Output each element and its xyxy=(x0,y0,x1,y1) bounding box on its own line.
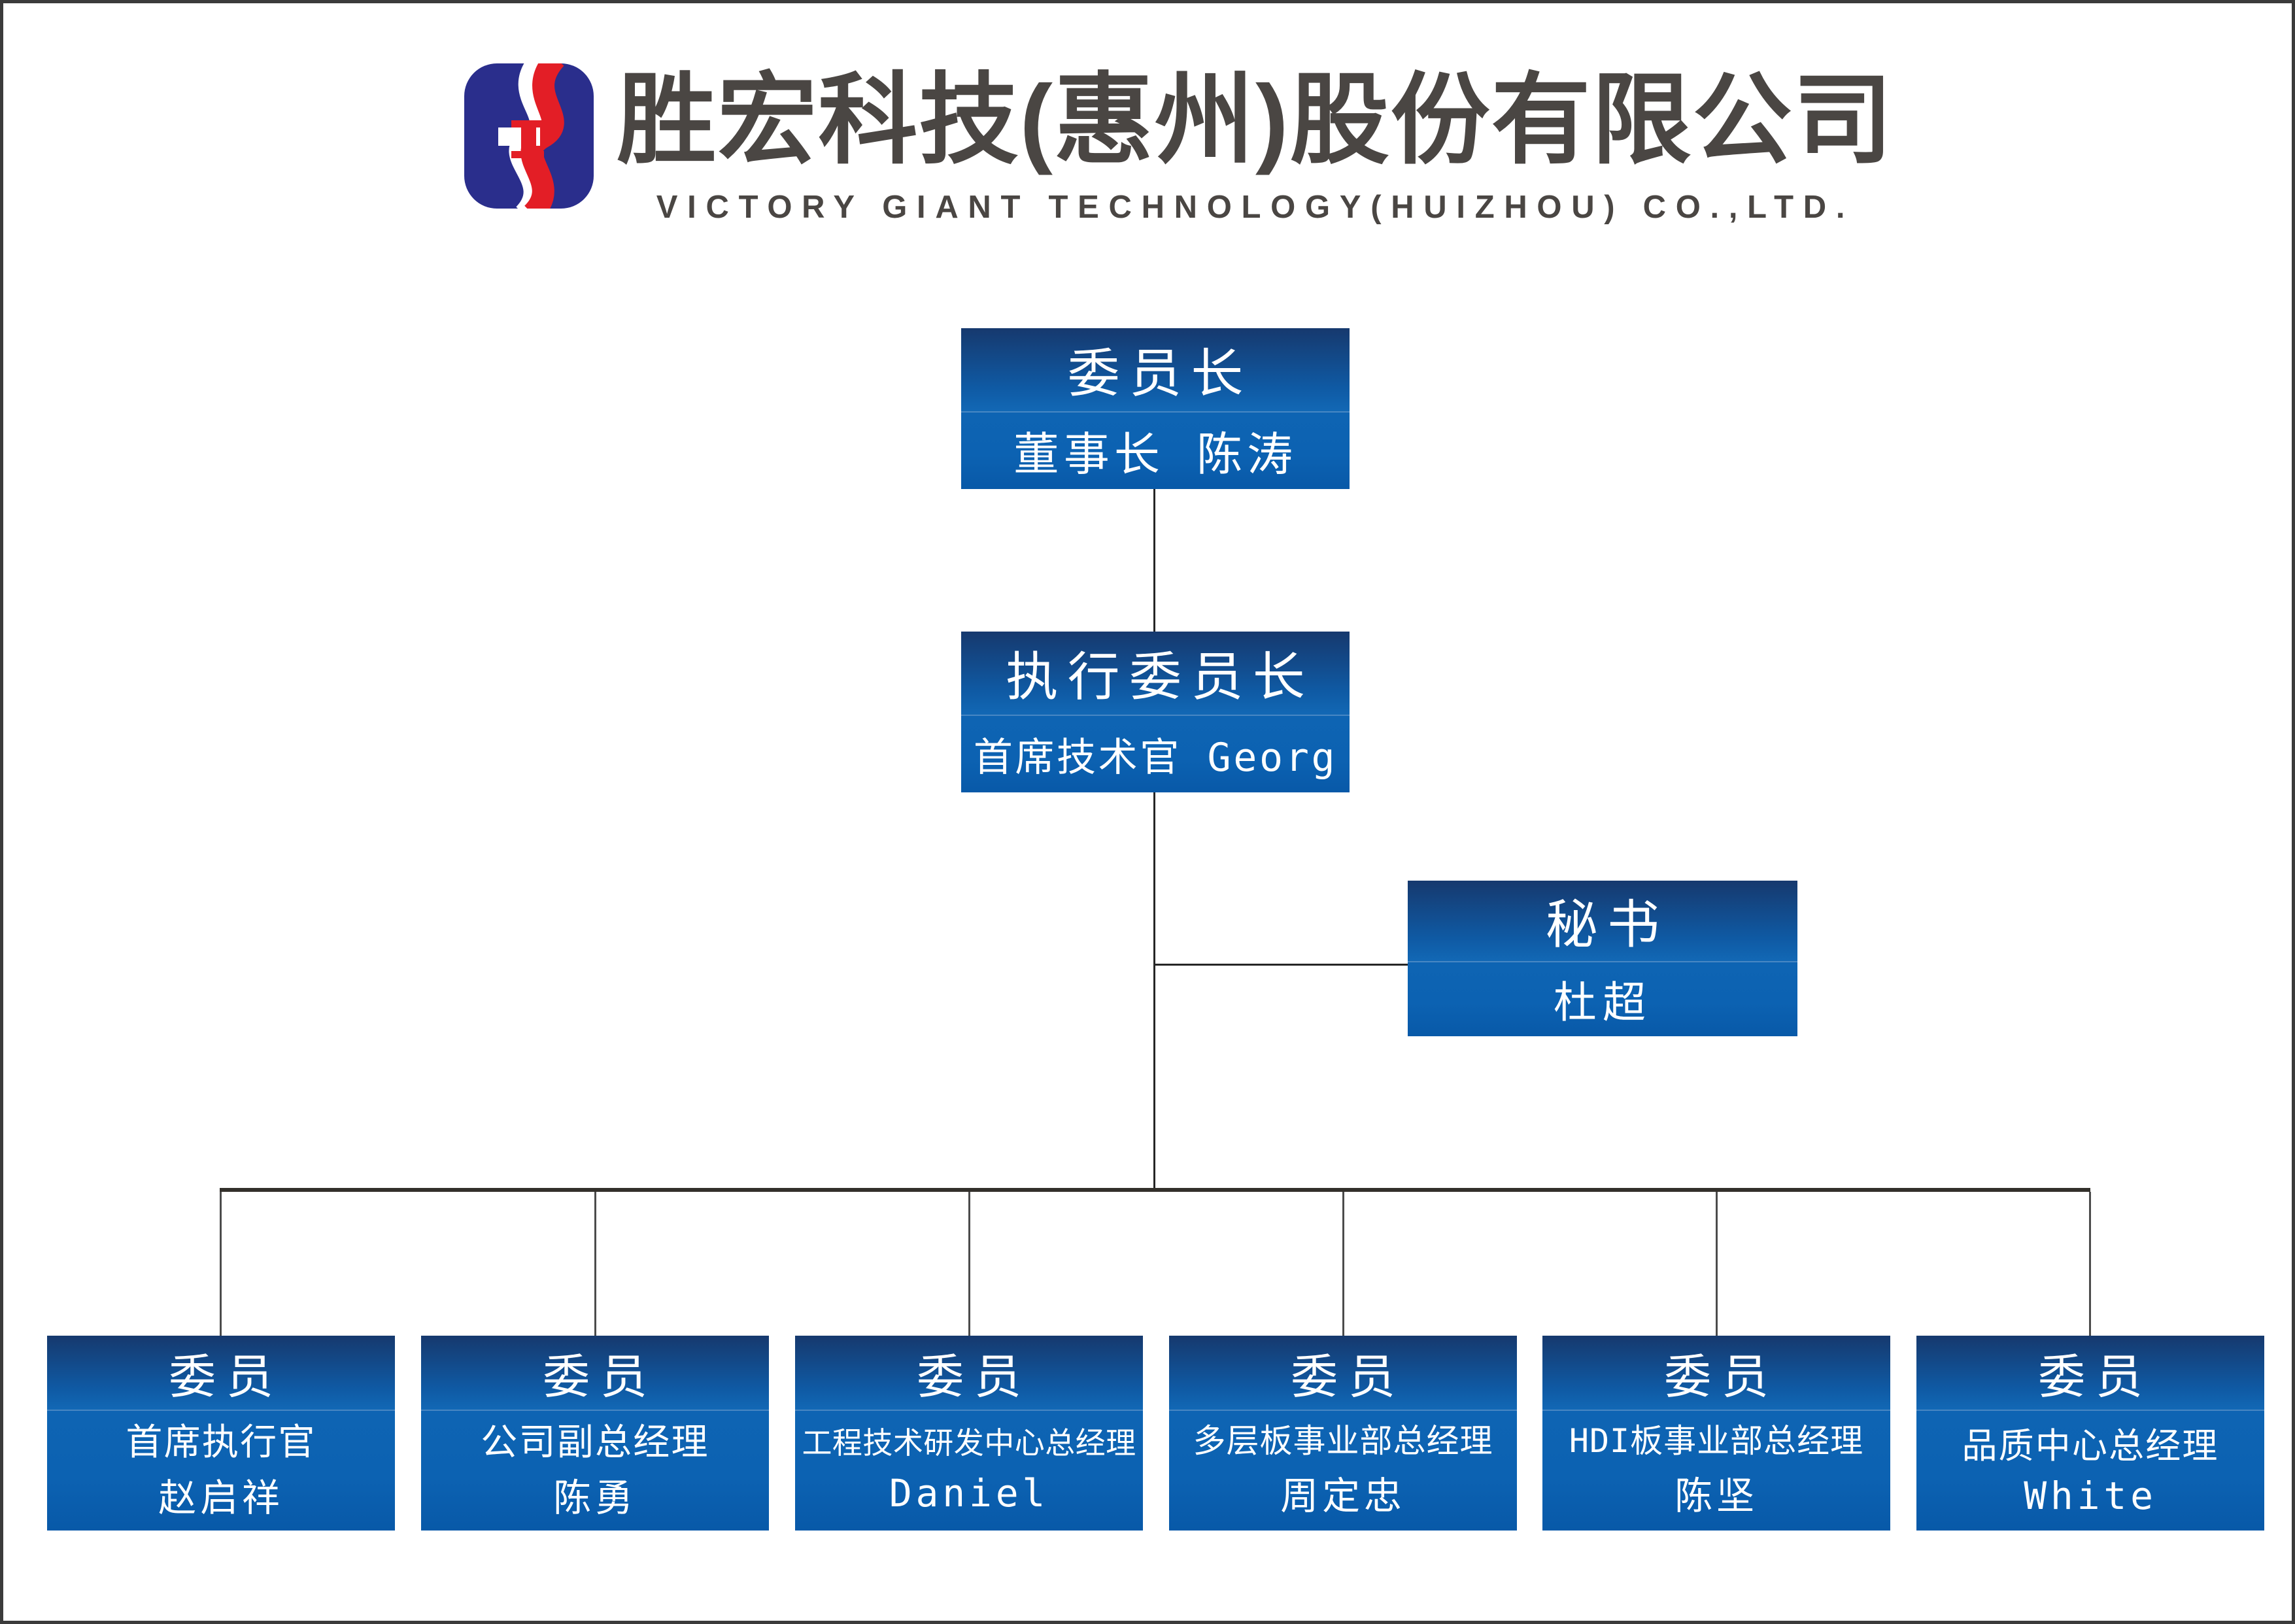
node-person: 董事长 陈涛 xyxy=(1013,427,1298,481)
node-exec-title-section: 执行委员长 xyxy=(961,632,1350,715)
connector-drop-4 xyxy=(1342,1192,1344,1336)
node-member-deputy-gm: 委员 公司副总经理 陈勇 xyxy=(421,1336,769,1531)
connector-drop-5 xyxy=(1716,1192,1718,1336)
member-body-section: 品质中心总经理 White xyxy=(1916,1410,2264,1531)
node-secretary-title-section: 秘书 xyxy=(1408,881,1797,961)
connector-trunk xyxy=(1153,792,1155,1192)
connector-members-bus xyxy=(220,1188,2090,1192)
member-name: Daniel xyxy=(889,1471,1049,1516)
node-member-multilayer-gm: 委员 多层板事业部总经理 周定忠 xyxy=(1169,1336,1517,1531)
node-member-quality-gm: 委员 品质中心总经理 White xyxy=(1916,1336,2264,1531)
node-chairman-body-section: 董事长 陈涛 xyxy=(961,411,1350,489)
member-body-section: HDI板事业部总经理 陈坚 xyxy=(1542,1410,1890,1531)
member-title-section: 委员 xyxy=(795,1336,1143,1410)
company-name-zh: 胜宏科技(惠州)股份有限公司 xyxy=(617,65,1894,176)
node-title: 委员长 xyxy=(1067,345,1253,403)
header: 胜宏科技(惠州)股份有限公司 VICTORY GIANT TECHNOLOGY(… xyxy=(617,58,1892,226)
connector-drop-1 xyxy=(220,1192,222,1336)
node-title: 委员 xyxy=(917,1351,1032,1404)
member-body-section: 多层板事业部总经理 周定忠 xyxy=(1169,1410,1517,1531)
member-name: 周定忠 xyxy=(1280,1474,1406,1519)
node-person: 首席技术官 Georg xyxy=(973,734,1338,781)
node-secretary-body-section: 杜超 xyxy=(1408,960,1797,1036)
connector-secretary xyxy=(1154,964,1408,966)
member-name: 陈坚 xyxy=(1674,1474,1758,1519)
member-title-section: 委员 xyxy=(47,1336,395,1410)
member-title-section: 委员 xyxy=(421,1336,769,1410)
connector-chairman-exec xyxy=(1153,489,1155,632)
connector-drop-3 xyxy=(968,1192,970,1336)
node-member-rd-center-gm: 委员 工程技术研发中心总经理 Daniel xyxy=(795,1336,1143,1531)
member-title-section: 委员 xyxy=(1542,1336,1890,1410)
member-name: White xyxy=(2024,1474,2157,1519)
member-role: 公司副总经理 xyxy=(481,1421,709,1464)
node-chairman-title-section: 委员长 xyxy=(961,328,1350,411)
logo-icon xyxy=(464,63,594,209)
member-body-section: 首席执行官 赵启祥 xyxy=(47,1410,395,1531)
member-title-section: 委员 xyxy=(1916,1336,2264,1410)
member-role: 工程技术研发中心总经理 xyxy=(802,1425,1136,1461)
member-title-section: 委员 xyxy=(1169,1336,1517,1410)
node-member-ceo: 委员 首席执行官 赵启祥 xyxy=(47,1336,395,1531)
node-exec-body-section: 首席技术官 Georg xyxy=(961,714,1350,792)
connector-drop-2 xyxy=(594,1192,596,1336)
node-title: 秘书 xyxy=(1545,896,1669,955)
member-role: 多层板事业部总经理 xyxy=(1193,1421,1493,1460)
member-body-section: 工程技术研发中心总经理 Daniel xyxy=(795,1410,1143,1531)
member-role: HDI板事业部总经理 xyxy=(1569,1421,1864,1460)
member-role: 品质中心总经理 xyxy=(1962,1425,2219,1466)
company-logo xyxy=(464,63,594,209)
company-name-en: VICTORY GIANT TECHNOLOGY(HUIZHOU) CO.,LT… xyxy=(656,190,1855,225)
node-executive-chairman: 执行委员长 首席技术官 Georg xyxy=(961,632,1350,792)
member-role: 首席执行官 xyxy=(126,1421,316,1464)
node-secretary: 秘书 杜超 xyxy=(1408,881,1797,1036)
node-person: 杜超 xyxy=(1553,977,1652,1028)
node-title: 委员 xyxy=(2038,1351,2153,1404)
node-chairman: 委员长 董事长 陈涛 xyxy=(961,328,1350,489)
node-title: 委员 xyxy=(1664,1351,1779,1404)
node-title: 委员 xyxy=(543,1351,658,1404)
node-title: 委员 xyxy=(1291,1351,1406,1404)
member-body-section: 公司副总经理 陈勇 xyxy=(421,1410,769,1531)
member-name: 赵启祥 xyxy=(158,1476,284,1521)
node-title: 委员 xyxy=(169,1351,284,1404)
member-name: 陈勇 xyxy=(553,1476,637,1521)
connector-drop-6 xyxy=(2089,1192,2091,1336)
node-title: 执行委员长 xyxy=(1006,648,1315,707)
node-member-hdi-gm: 委员 HDI板事业部总经理 陈坚 xyxy=(1542,1336,1890,1531)
